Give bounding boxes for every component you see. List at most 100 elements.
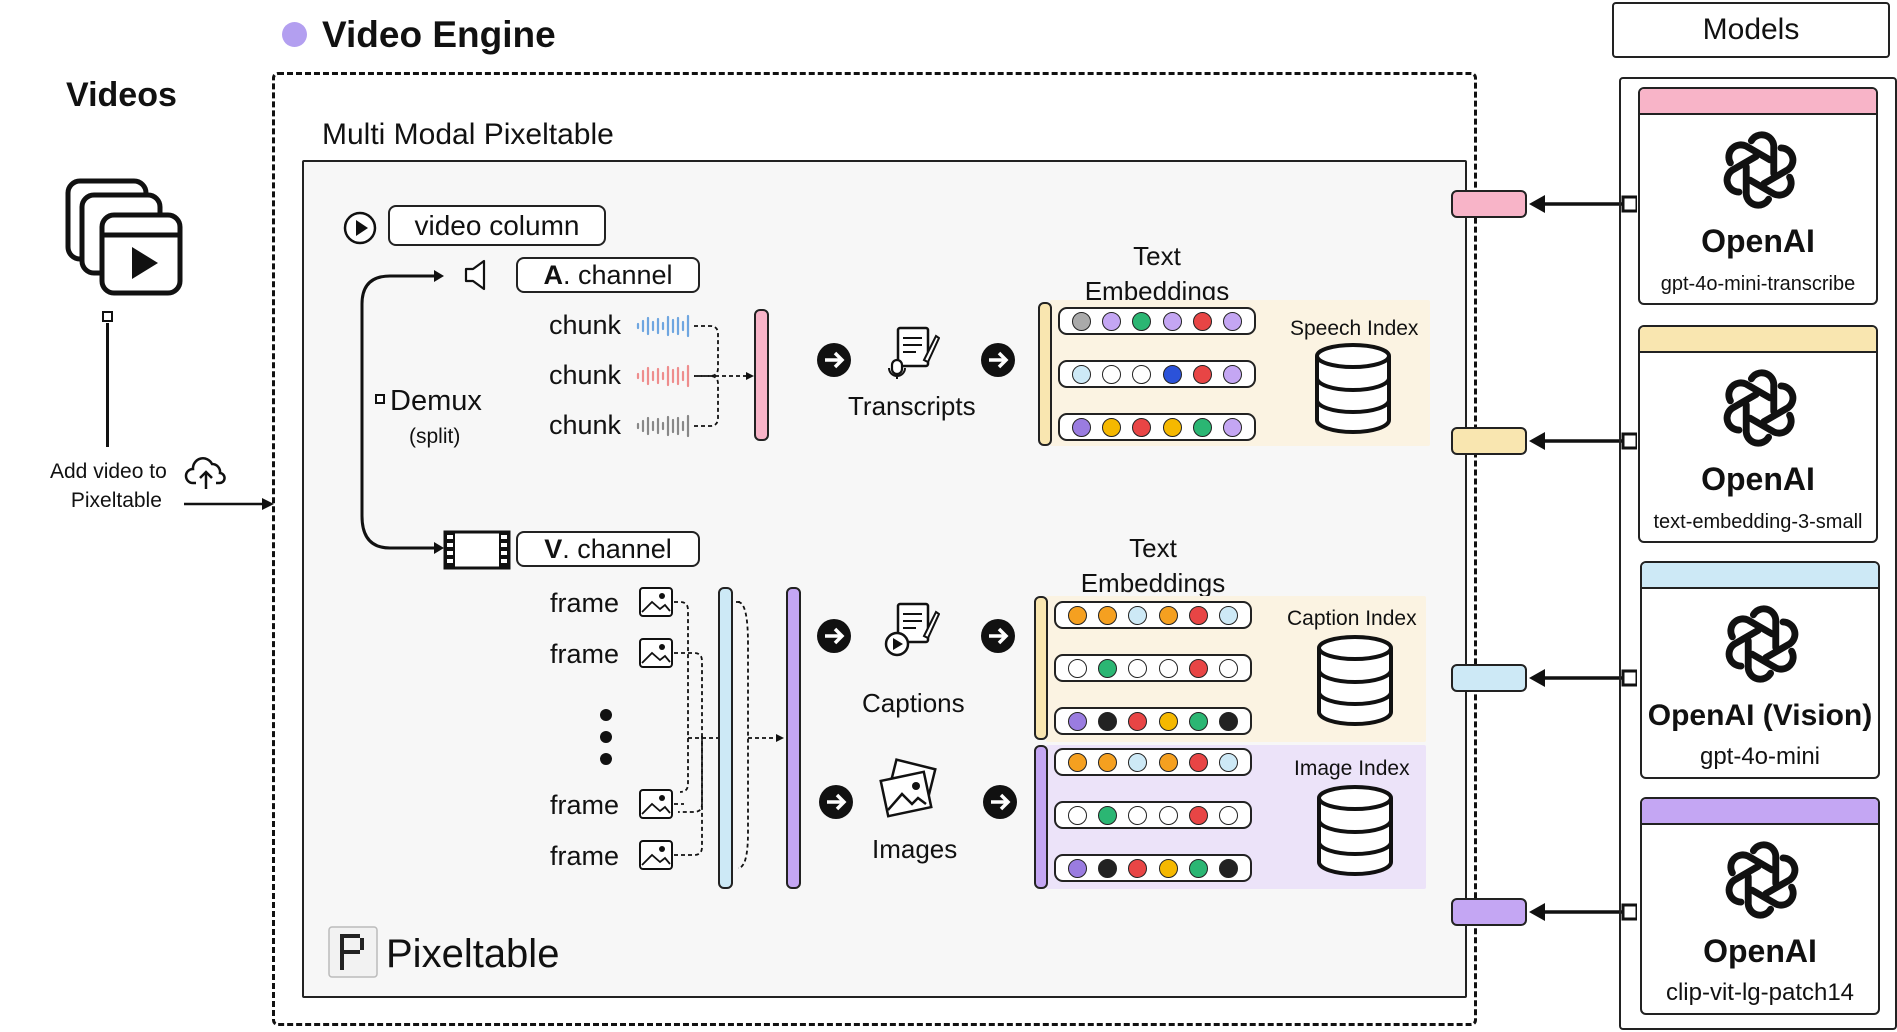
speech-embedding-row-1-dot-3 [1132, 311, 1152, 331]
ellipsis-dots [600, 709, 612, 765]
frames-bar-blue [718, 587, 733, 889]
caption-embedding-row-2 [1054, 654, 1252, 682]
connector-embedding [1451, 427, 1527, 455]
caption-embedding-row-3-dot-4 [1158, 711, 1178, 731]
image-embedding-row-1-dot-1 [1067, 752, 1087, 772]
cloud-upload-icon[interactable] [184, 455, 228, 493]
image-embedding-row-1 [1054, 748, 1252, 776]
speech-embedding-row-1-dot-1 [1071, 311, 1091, 331]
speech-embedding-row-3-dot-6 [1223, 417, 1243, 437]
caption-embedding-row-2-dot-4 [1158, 658, 1178, 678]
database-icon-caption [1317, 635, 1393, 726]
speech-embed-bar [1038, 302, 1052, 446]
model-card-4[interactable]: OpenAI clip-vit-lg-patch14 [1640, 797, 1880, 1015]
transcript-icon [888, 326, 940, 379]
connector-vision [1451, 664, 1527, 692]
caption-embedding-row-3-dot-2 [1097, 711, 1117, 731]
image-embedding-row-2-dot-4 [1158, 805, 1178, 825]
caption-embedding-row-2-dot-3 [1128, 658, 1148, 678]
image-embedding-row-2-dot-6 [1219, 805, 1239, 825]
model-name: text-embedding-3-small [1653, 511, 1863, 533]
image-embedding-row-1-dot-6 [1219, 752, 1239, 772]
model-name: gpt-4o-mini [1699, 743, 1821, 770]
arrow-circle-icon-4 [981, 619, 1015, 653]
caption-embedding-row-2-dot-1 [1067, 658, 1087, 678]
image-embedding-row-3-dot-5 [1188, 858, 1208, 878]
image-embedding-row-2-dot-2 [1097, 805, 1117, 825]
speech-embeddings-title: Text Embeddings [1082, 239, 1232, 309]
caption-embedding-row-1-dot-1 [1067, 605, 1087, 625]
demux-sublabel: (split) [409, 425, 461, 448]
speech-embedding-row-2-dot-1 [1071, 364, 1091, 384]
video-channel-pill[interactable]: V. channel [516, 531, 700, 567]
image-embedding-row-3 [1054, 854, 1252, 882]
caption-embedding-row-3-dot-1 [1067, 711, 1087, 731]
arrow-circle-icon-3 [817, 619, 851, 653]
pixeltable-brand: Pixeltable [386, 932, 560, 976]
title-dot [282, 22, 307, 47]
database-icon-speech [1315, 343, 1391, 434]
frames-bar-purple [786, 587, 801, 889]
speech-embedding-row-2-dot-3 [1132, 364, 1152, 384]
video-column-pill[interactable]: video column [388, 205, 606, 246]
caption-embedding-row-1-dot-4 [1158, 605, 1178, 625]
captions-label: Captions [862, 688, 965, 718]
speech-embedding-row-3 [1058, 413, 1256, 441]
model-card-2[interactable]: OpenAI text-embedding-3-small [1638, 325, 1878, 543]
image-embedding-row-3-dot-1 [1067, 858, 1087, 878]
image-embedding-row-2-dot-5 [1188, 805, 1208, 825]
transcripts-label: Transcripts [848, 391, 976, 421]
speech-embedding-row-3-dot-2 [1101, 417, 1121, 437]
caption-embedding-row-1-dot-5 [1188, 605, 1208, 625]
model-color-bar [1640, 89, 1876, 115]
frame-label-3: frame [550, 790, 620, 820]
caption-embedding-row-2-dot-2 [1097, 658, 1117, 678]
speaker-icon [464, 259, 486, 291]
openai-logo-icon [1725, 841, 1799, 919]
model-name: clip-vit-lg-patch14 [1665, 979, 1855, 1006]
image-embed-bar [1034, 745, 1048, 889]
model-color-bar [1640, 327, 1876, 353]
speech-embedding-row-2-dot-6 [1223, 364, 1243, 384]
caption-embeddings-line2: Embeddings [1080, 568, 1226, 599]
chunk-label-2: chunk [549, 360, 622, 390]
waveform-icons [636, 314, 754, 438]
speech-embedding-row-3-dot-4 [1162, 417, 1182, 437]
video-column-label: video column [414, 209, 580, 241]
arrow-circle-icon-5 [819, 785, 853, 819]
caption-embedding-row-1-dot-2 [1097, 605, 1117, 625]
caption-embedding-row-2-dot-5 [1188, 658, 1208, 678]
image-embedding-row-2-dot-1 [1067, 805, 1087, 825]
image-embedding-row-2 [1054, 801, 1252, 829]
audio-channel-pill[interactable]: A. channel [516, 257, 700, 293]
model-name: gpt-4o-mini-transcribe [1660, 273, 1856, 295]
caption-embedding-row-1 [1054, 601, 1252, 629]
film-strip-icon [443, 530, 511, 570]
arrow-circle-icon-1 [817, 343, 851, 377]
speech-embedding-row-3-dot-5 [1192, 417, 1212, 437]
video-channel-bold: V [544, 533, 563, 564]
model-card-3[interactable]: OpenAI (Vision)gpt-4o-mini [1640, 561, 1880, 779]
chunk-label-1: chunk [549, 310, 622, 340]
caption-embeddings-title: Text Embeddings [1078, 531, 1228, 601]
model-brand: OpenAI [1703, 933, 1817, 969]
model-brand: OpenAI [1701, 461, 1815, 497]
speech-embedding-row-1 [1058, 307, 1256, 335]
models-header-box: Models [1612, 2, 1890, 58]
caption-embedding-row-2-dot-6 [1219, 658, 1239, 678]
image-embedding-row-1-dot-5 [1188, 752, 1208, 772]
page-title: Video Engine [322, 14, 556, 55]
play-circle-icon [343, 211, 377, 245]
video-source-line [106, 323, 109, 447]
speech-embedding-row-1-dot-2 [1101, 311, 1121, 331]
model-link-arrows [1529, 195, 1637, 921]
video-engine-container [272, 72, 1477, 1026]
speech-embedding-row-1-dot-5 [1192, 311, 1212, 331]
images-label: Images [872, 834, 958, 864]
image-embedding-row-3-dot-2 [1097, 858, 1117, 878]
demux-branch-lines [360, 270, 444, 554]
models-header: Models [1702, 13, 1800, 46]
audio-chunks-bar [754, 309, 769, 441]
openai-logo-icon [1723, 369, 1797, 447]
